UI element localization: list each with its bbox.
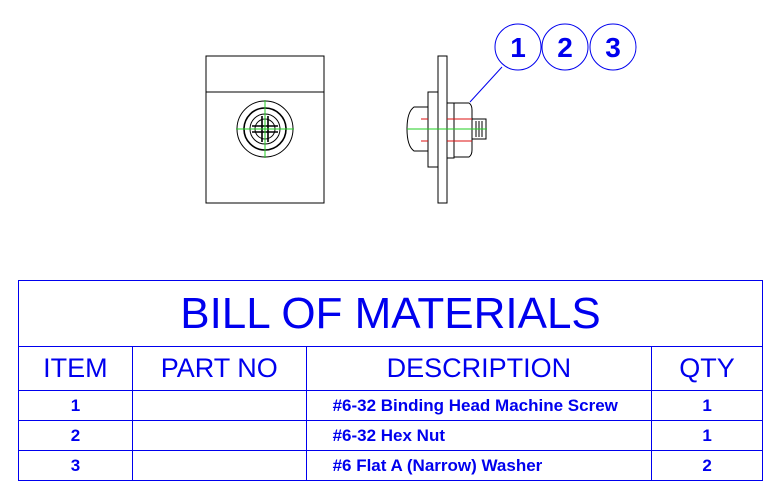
balloon-2 [541, 23, 589, 71]
bom-title: BILL OF MATERIALS [18, 280, 763, 347]
balloon-callouts: 1 2 3 [469, 23, 637, 103]
table-row: 1 #6-32 Binding Head Machine Screw 1 [18, 390, 763, 421]
description-cell: #6 Flat A (Narrow) Washer [305, 450, 653, 481]
item-cell: 3 [18, 450, 133, 481]
part-no-cell [131, 390, 307, 421]
header-description: DESCRIPTION [305, 346, 653, 391]
item-cell: 2 [18, 420, 133, 451]
table-row: 2 #6-32 Hex Nut 1 [18, 420, 763, 451]
table-row: 3 #6 Flat A (Narrow) Washer 2 [18, 450, 763, 481]
qty-cell: 1 [651, 420, 763, 451]
header-item: ITEM [18, 346, 133, 391]
item-cell: 1 [18, 390, 133, 421]
balloon-1-label: 1 [510, 32, 526, 63]
balloon-3 [589, 23, 637, 71]
front-view [205, 55, 325, 204]
qty-cell: 1 [651, 390, 763, 421]
balloon-1 [494, 23, 542, 71]
description-cell: #6-32 Hex Nut [305, 420, 653, 451]
part-no-cell [131, 450, 307, 481]
balloon-3-label: 3 [605, 32, 621, 63]
leader-line [469, 66, 503, 103]
part-no-cell [131, 420, 307, 451]
description-cell: #6-32 Binding Head Machine Screw [305, 390, 653, 421]
header-part-no: PART NO [131, 346, 307, 391]
bill-of-materials-table: BILL OF MATERIALS ITEM PART NO DESCRIPTI… [18, 280, 763, 481]
qty-cell: 2 [651, 450, 763, 481]
header-qty: QTY [651, 346, 763, 391]
balloon-2-label: 2 [557, 32, 573, 63]
side-view [406, 55, 487, 204]
